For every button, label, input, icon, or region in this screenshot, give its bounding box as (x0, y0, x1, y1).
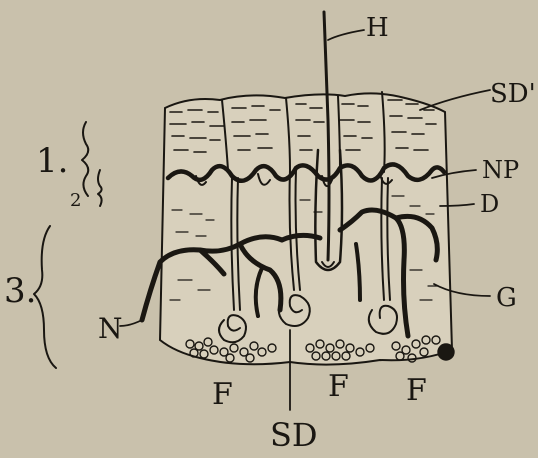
label-nerve: N (98, 312, 123, 345)
label-fat-middle: F (328, 369, 349, 404)
label-dermis: D (480, 190, 499, 218)
label-sweat-duct-upper: SD' (490, 79, 536, 109)
label-fat-right: F (406, 373, 427, 408)
label-hair: H (366, 13, 389, 43)
label-gland: G (496, 283, 517, 313)
label-layer-3: 3. (4, 271, 36, 311)
label-fat-left: F (212, 377, 233, 412)
label-sweat-duct: SD (270, 416, 318, 454)
label-layer-2: 2 (70, 190, 81, 211)
label-layer-1: 1. (36, 141, 68, 181)
label-nerve-plexus: NP (482, 156, 519, 184)
